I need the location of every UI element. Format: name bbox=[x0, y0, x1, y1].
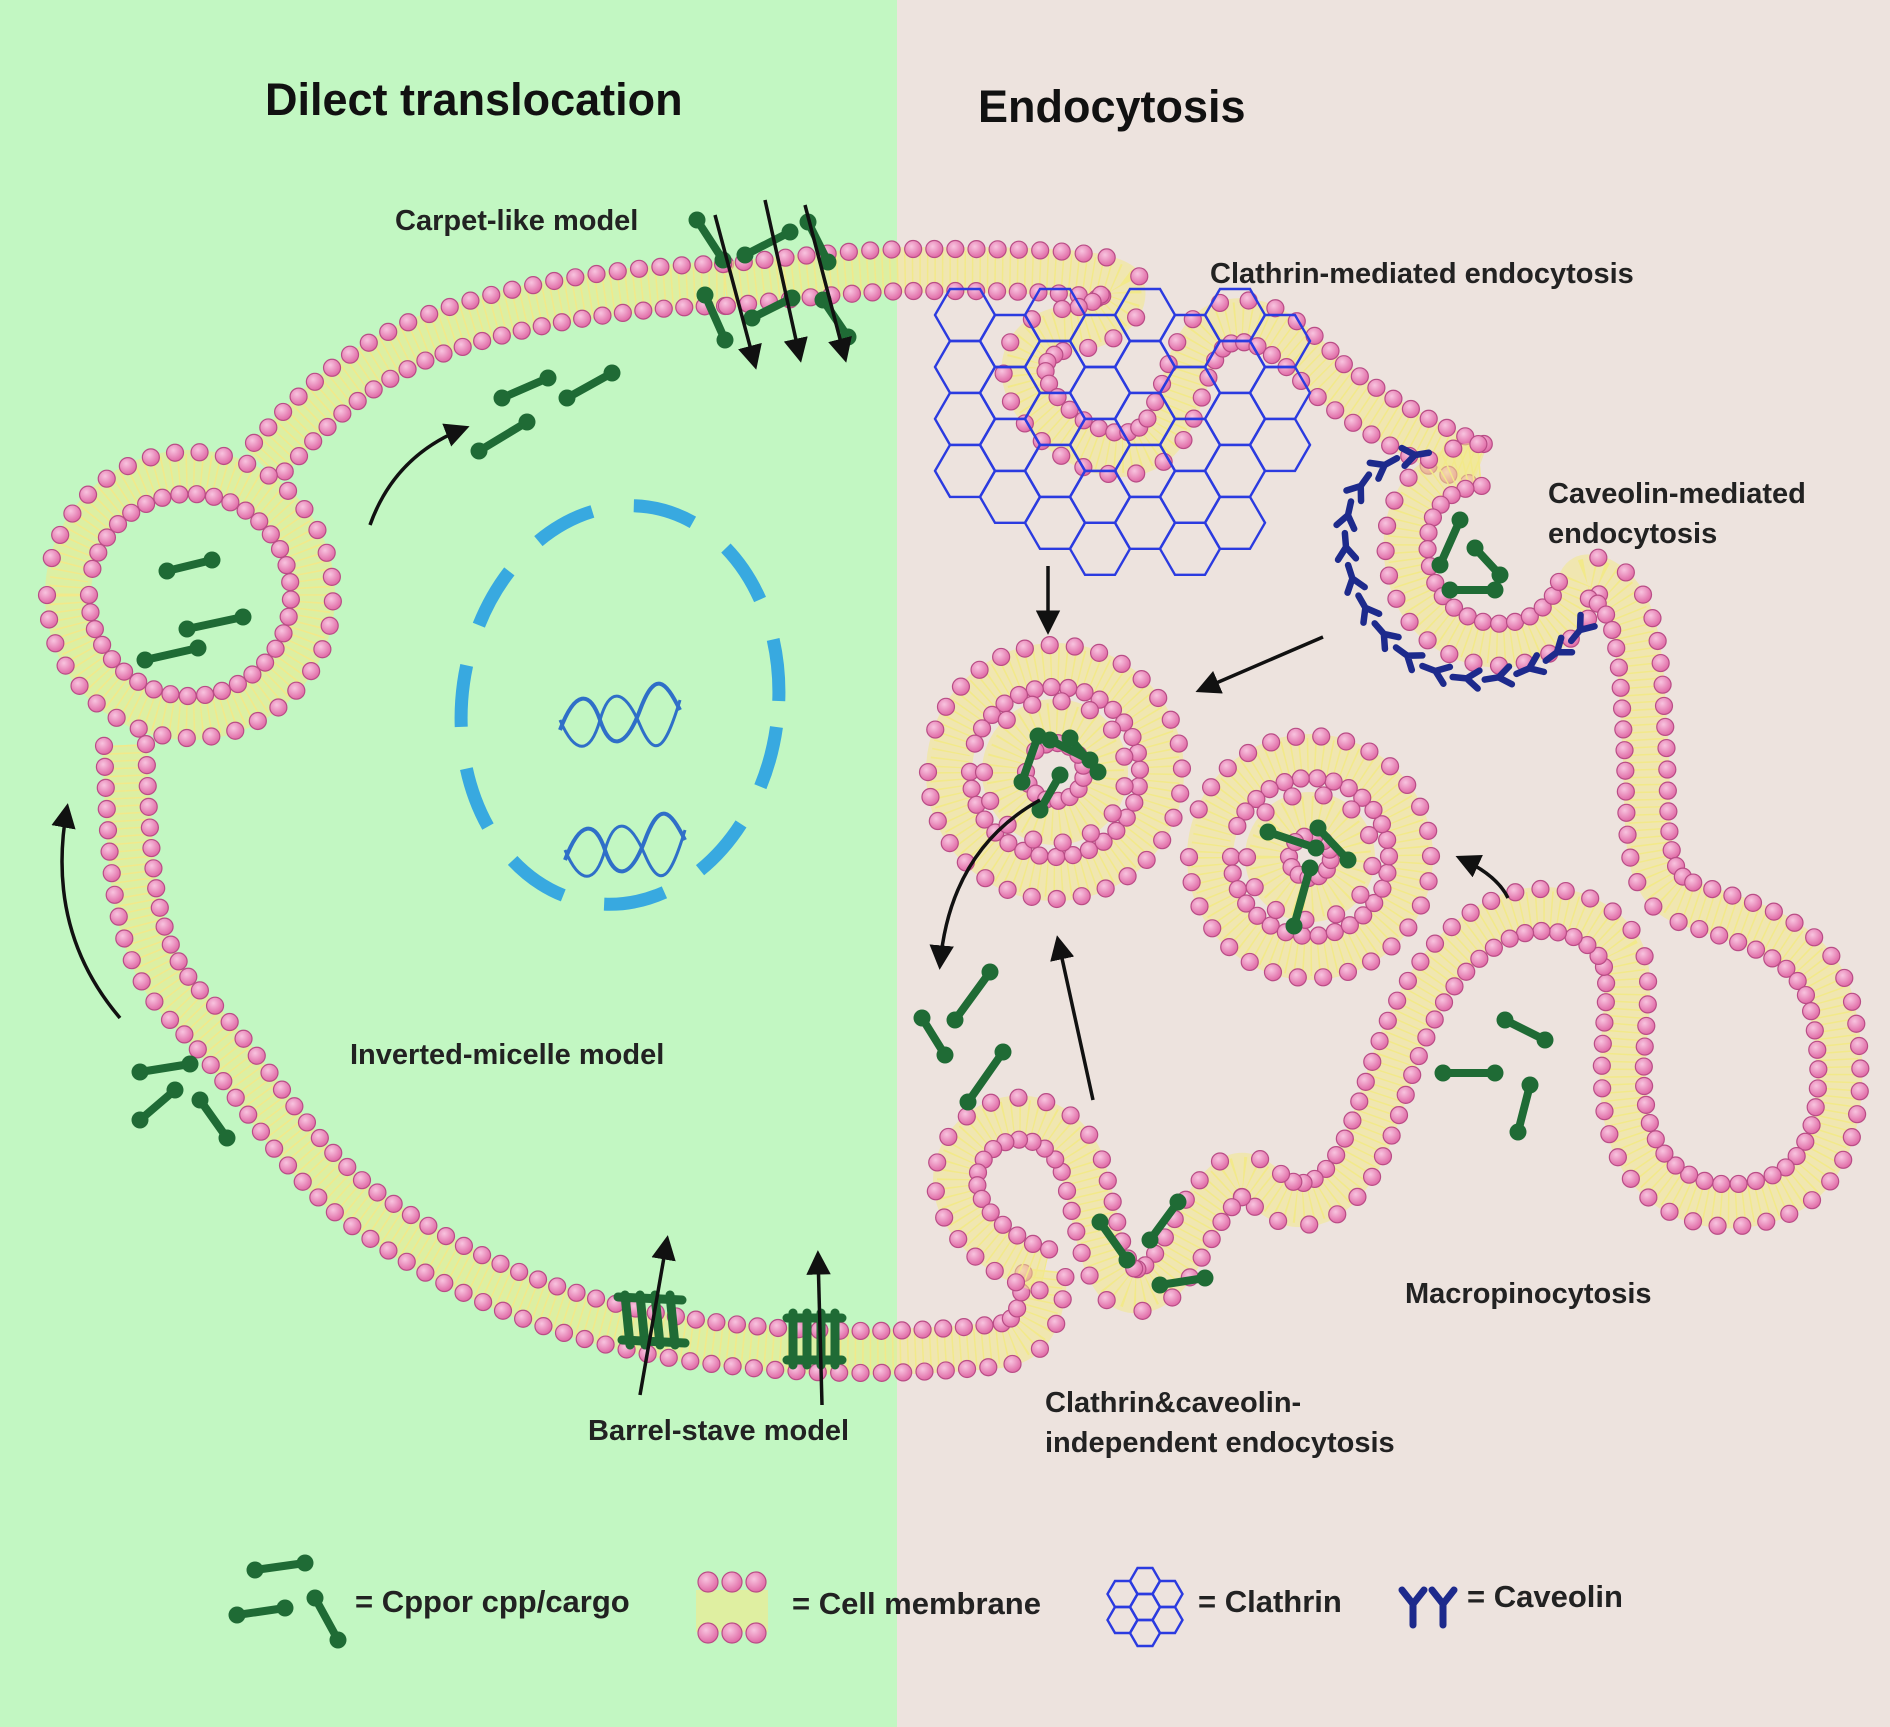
cpp-molecule bbox=[736, 223, 799, 264]
right-panel-title: Endocytosis bbox=[978, 81, 1246, 132]
macropinosome-arrow bbox=[1455, 855, 1510, 899]
cpp-molecule bbox=[1434, 1064, 1504, 1082]
cpp-molecule bbox=[743, 289, 801, 327]
left-panel-title: Dilect translocation bbox=[265, 74, 683, 125]
legend-membrane-label: = Cell membrane bbox=[792, 1586, 1041, 1621]
y-shape-icon bbox=[1398, 1586, 1458, 1629]
cpp-molecule bbox=[131, 1081, 184, 1129]
legend-caveolin-label: = Caveolin bbox=[1467, 1579, 1623, 1614]
carpet-arrow-1 bbox=[713, 214, 762, 370]
membrane-top-left bbox=[244, 254, 735, 481]
cpp-molecule bbox=[1509, 1076, 1539, 1141]
cpp-molecule bbox=[493, 369, 557, 407]
cpp-molecule bbox=[1091, 1213, 1136, 1269]
cpp-molecule bbox=[136, 639, 207, 669]
caveolin-coat bbox=[1333, 444, 1598, 692]
cpp-molecule bbox=[688, 211, 732, 269]
legend-cpp-shape-3 bbox=[306, 1589, 347, 1649]
label-inverted-micelle-model: Inverted-micelle model bbox=[350, 1039, 664, 1071]
barrel-stave-pore-1 bbox=[613, 1290, 690, 1350]
carpet-arrow-3 bbox=[803, 204, 852, 363]
lipid-bilayer-icon bbox=[696, 1571, 768, 1644]
inverted-micelle-vesicle bbox=[37, 443, 342, 748]
vesicle-release-arrow bbox=[929, 798, 1041, 970]
label-clathrin-mediated-endocytosis: Clathrin-mediated endocytosis bbox=[1210, 258, 1634, 290]
cpp-molecule bbox=[1031, 766, 1069, 819]
cpp-molecule bbox=[696, 286, 734, 349]
dna-helix-upper bbox=[558, 681, 682, 744]
legend-cpp-shape-2 bbox=[228, 1599, 294, 1624]
cpp-molecule bbox=[470, 413, 536, 460]
legend-cpp-shape-1 bbox=[246, 1554, 314, 1579]
membrane-bottom-left bbox=[94, 735, 1075, 1383]
legend: = Cppor cpp/cargo = Cell membrane = Clat… bbox=[228, 1554, 1623, 1649]
cpp-molecule bbox=[913, 1009, 954, 1064]
legend-clathrin-label: = Clathrin bbox=[1198, 1584, 1342, 1619]
cpp-molecule bbox=[1309, 819, 1357, 869]
barrel-stave-pore-2 bbox=[782, 1308, 847, 1370]
arrows bbox=[51, 199, 1510, 1406]
cpp-molecule bbox=[178, 608, 252, 638]
nucleus bbox=[454, 499, 786, 911]
inverted-micelle-arrow-lower bbox=[51, 803, 122, 1020]
cpp-molecule bbox=[1285, 859, 1319, 935]
cpp-molecule bbox=[158, 551, 221, 580]
cpp-molecule bbox=[1466, 539, 1509, 584]
endosome-outer-membrane bbox=[918, 636, 1192, 909]
label-caveolin-mediated-line1: Caveolin-mediated bbox=[1548, 478, 1806, 510]
cpp-molecule bbox=[1141, 1193, 1187, 1249]
caveolin-to-vesicle-arrow bbox=[1195, 635, 1324, 694]
macropinosome-outer-membrane bbox=[1179, 727, 1441, 987]
cpp-molecule bbox=[1259, 823, 1325, 857]
cell-membranes bbox=[37, 239, 1870, 1383]
cpp-molecule bbox=[131, 1055, 199, 1081]
barrel-arrow-2 bbox=[806, 1250, 831, 1406]
cpp-molecule bbox=[1441, 581, 1504, 599]
dumbbell-icon bbox=[228, 1554, 347, 1649]
cpp-molecule bbox=[959, 1043, 1012, 1111]
label-caveolin-mediated-line2: endocytosis bbox=[1548, 518, 1717, 550]
inverted-micelle-arrow-upper bbox=[368, 423, 470, 526]
label-macropinocytosis: Macropinocytosis bbox=[1405, 1278, 1652, 1310]
dna-helix-lower bbox=[563, 811, 687, 874]
cpp-molecule bbox=[1061, 729, 1107, 781]
cpp-molecule bbox=[946, 963, 999, 1029]
label-carpet-like-model: Carpet-like model bbox=[395, 205, 638, 237]
cpp-molecule bbox=[558, 364, 621, 407]
cpp-molecules bbox=[131, 211, 1554, 1294]
clathrin-coat bbox=[933, 287, 1312, 576]
label-independent-line2: independent endocytosis bbox=[1045, 1427, 1395, 1459]
legend-cpp-label: = Cppor cpp/cargo bbox=[355, 1584, 630, 1619]
label-independent-line1: Clathrin&caveolin- bbox=[1045, 1387, 1301, 1419]
independent-to-vesicle-arrow bbox=[1050, 935, 1095, 1101]
hexagon-lattice-icon bbox=[1106, 1566, 1184, 1648]
cpp-molecule bbox=[1496, 1011, 1554, 1049]
carpet-arrow-2 bbox=[763, 199, 808, 363]
cpp-molecule bbox=[1431, 511, 1469, 574]
barrel-arrow-1 bbox=[638, 1235, 676, 1396]
cpp-molecule bbox=[1151, 1269, 1214, 1294]
membrane-caveolin-macropinocytosis bbox=[926, 434, 1870, 1320]
label-barrel-stave-model: Barrel-stave model bbox=[588, 1415, 849, 1447]
cpp-molecule bbox=[191, 1091, 236, 1147]
